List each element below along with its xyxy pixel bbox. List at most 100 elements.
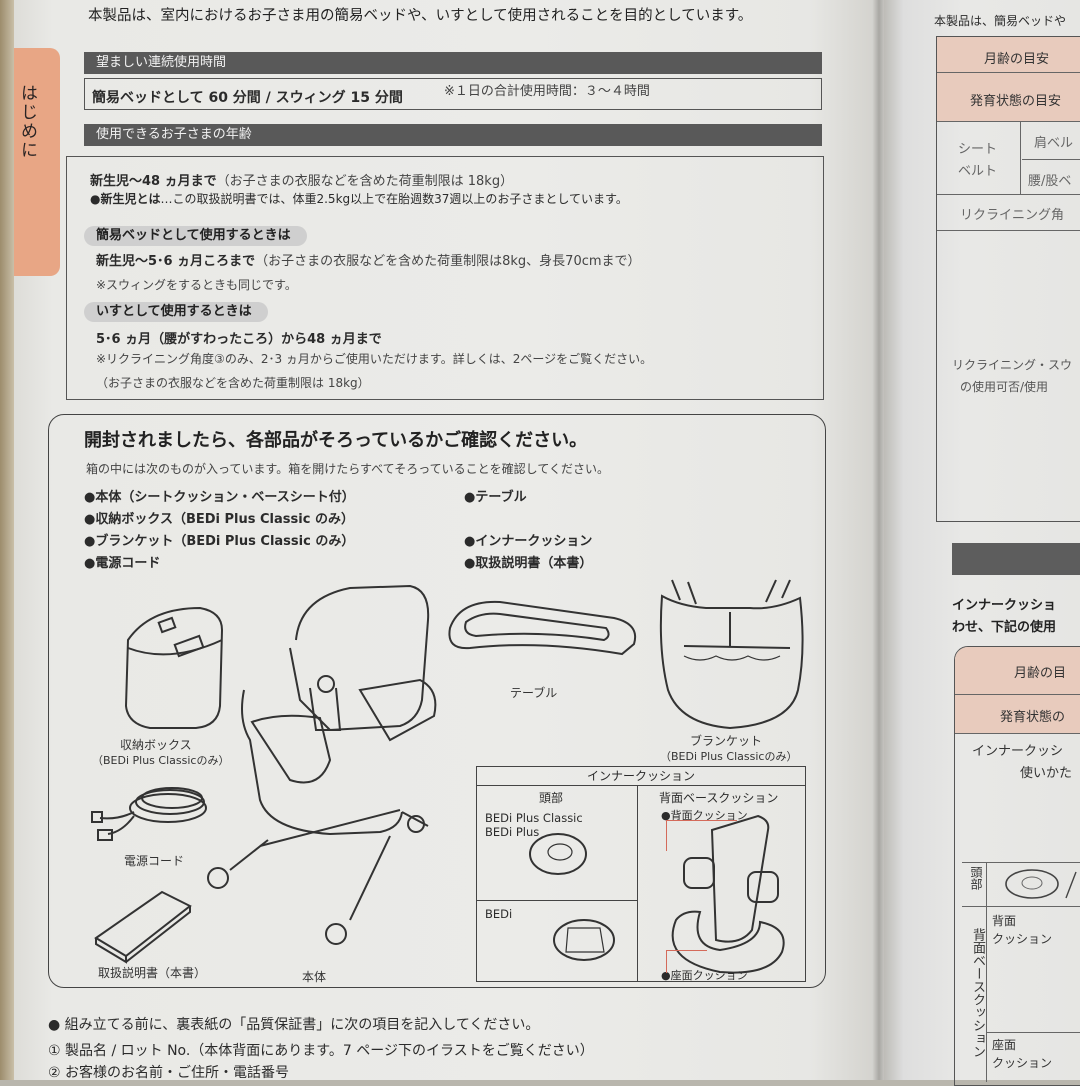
chair-use-pill: いすとして使用するときは	[84, 302, 268, 322]
inner-cushion-table: インナークッション 頭部 背面ベースクッション BEDi Plus Classi…	[476, 766, 806, 982]
head-model-3: BEDi	[485, 907, 513, 921]
inner-cushion-table-title: インナークッション	[477, 767, 805, 786]
right-page	[884, 0, 1080, 1080]
storage-box-icon	[124, 606, 224, 729]
right-table-1	[936, 36, 1080, 522]
parts-item-power-cord: ●電源コード	[84, 556, 161, 571]
right-intro: 本製品は、簡易ベッドや	[934, 14, 1067, 28]
seat-cushion-label: ●座面クッション	[661, 969, 748, 982]
parts-checklist-box	[48, 414, 826, 988]
divider	[937, 121, 1080, 122]
bed-range-note: （お子さまの衣服などを含めた荷重制限は8kg、身長70cmまで）	[255, 254, 641, 269]
right2-age-guide: 月齢の目	[1014, 666, 1067, 681]
storage-box-label: 収納ボックス	[120, 738, 192, 752]
right2-head-cushion-icon	[1005, 869, 1077, 899]
divider	[962, 906, 1080, 907]
footer-line-2: ① 製品名 / ロット No.（本体背面にあります。7 ページ下のイラストをご覧…	[48, 1043, 594, 1059]
head-model-2: BEDi Plus	[485, 825, 540, 839]
newborn-def-bold: ●新生児とは	[90, 192, 161, 206]
parts-item-storage-box: ●収納ボックス（BEDi Plus Classic のみ）	[84, 512, 354, 527]
right-shoulder-belt: 肩ベル	[1034, 136, 1074, 151]
head-model-1: BEDi Plus Classic	[485, 811, 583, 825]
right2-inner-cushion-usage-2: 使いかた	[1020, 766, 1073, 781]
right2-back-cushion-2: クッション	[992, 932, 1053, 946]
chair-range: 5･6 ヵ月（腰がすわったころ）から48 ヵ月まで	[96, 332, 382, 347]
power-cord-label: 電源コード	[124, 854, 185, 868]
section-header-usage-time: 望ましい連続使用時間	[84, 52, 822, 74]
parts-item-table: ●テーブル	[464, 490, 527, 505]
right-table-1-header	[937, 37, 1080, 121]
chapter-tab[interactable]	[14, 48, 60, 276]
row-divider	[477, 900, 637, 901]
back-cushion-leader	[666, 820, 737, 851]
right-usage-2: の使用可否/使用	[960, 380, 1049, 394]
chapter-tab-label: はじめに	[17, 84, 37, 160]
back-column-header: 背面ベースクッション	[659, 791, 779, 805]
parts-title: 開封されましたら、各部品がそろっているかご確認ください。	[84, 430, 588, 451]
chair-note-1: ※リクライニング角度③のみ、2･3 ヵ月からご使用いただけます。詳しくは、2ペー…	[96, 352, 653, 366]
age-box	[66, 156, 824, 400]
right2-inner-cushion-usage-1: インナークッシ	[972, 744, 1064, 759]
parts-subtitle: 箱の中には次のものが入っています。箱を開けたらすべてそろっていることを確認してく…	[86, 462, 609, 476]
bed-use-pill: 簡易ベッドとして使用するときは	[84, 226, 307, 246]
section-header-age: 使用できるお子さまの年齢	[84, 124, 822, 146]
blanket-note: （BEDi Plus Classicのみ）	[660, 750, 798, 763]
divider	[986, 1032, 1080, 1033]
divider	[1020, 121, 1021, 194]
parts-item-manual: ●取扱説明書（本書）	[464, 556, 593, 571]
bed-range: 新生児〜5･6 ヵ月ころまで（お子さまの衣服などを含めた荷重制限は8kg、身長7…	[96, 250, 641, 269]
divider	[955, 733, 1080, 734]
intro-text: 本製品は、室内におけるお子さま用の簡易ベッドや、いすとして使用されることを目的と…	[88, 8, 753, 24]
divider	[1022, 159, 1080, 160]
right2-seat-cushion-2: クッション	[992, 1056, 1053, 1070]
parts-item-blanket: ●ブランケット（BEDi Plus Classic のみ）	[84, 534, 355, 549]
power-cord-icon	[91, 787, 207, 841]
right-usage-1: リクライニング・スウ	[952, 358, 1073, 372]
right2-development-guide: 発育状態の	[1000, 710, 1066, 725]
divider	[937, 230, 1080, 231]
right-development-guide: 発育状態の目安	[970, 94, 1062, 109]
parts-item-inner-cushion: ●インナークッション	[464, 534, 593, 549]
bed-swing-note: ※スウィングをするときも同じです。	[96, 278, 297, 292]
right-seatbelt-1: シート	[958, 142, 998, 157]
blanket-label: ブランケット	[690, 734, 763, 748]
right2-back-cushion-1: 背面	[992, 914, 1017, 928]
seat-cushion-leader	[666, 950, 707, 973]
right-age-guide: 月齢の目安	[984, 52, 1050, 67]
back-cushion-label: ●背面クッション	[661, 809, 748, 822]
table-tray-icon	[448, 600, 636, 656]
age-range: 新生児〜48 ヵ月まで（お子さまの衣服などを含めた荷重制限は 18kg）	[90, 170, 513, 189]
usage-time-main: 簡易ベッドとして 60 分間 / スウィング 15 分間	[92, 90, 403, 106]
footer-line-3: ② お客様のお名前・ご住所・電話番号	[48, 1065, 289, 1081]
left-page	[0, 0, 880, 1080]
right2-head-label: 頭部	[969, 866, 983, 890]
chair-note-2: （お子さまの衣服などを含めた荷重制限は 18kg）	[96, 376, 370, 390]
back-base-cushion-icon	[671, 814, 785, 974]
right-recline: リクライニング角	[960, 208, 1065, 223]
divider	[937, 72, 1080, 73]
usage-time-note: ※１日の合計使用時間：３〜４時間	[444, 84, 650, 99]
right-waist-belt: 腰/股ベ	[1028, 174, 1072, 189]
age-range-note: （お子さまの衣服などを含めた荷重制限は 18kg）	[216, 174, 514, 189]
right-table-2-header	[955, 647, 1080, 733]
bed-range-bold: 新生児〜5･6 ヵ月ころまで	[96, 254, 256, 269]
right-section2-text-1: インナークッショ	[952, 598, 1057, 613]
table-label: テーブル	[510, 686, 558, 700]
main-unit-label: 本体	[302, 970, 327, 984]
divider	[937, 194, 1080, 195]
divider	[955, 694, 1080, 695]
right2-seat-cushion-1: 座面	[992, 1038, 1017, 1052]
right-section-header	[952, 543, 1080, 575]
storage-box-note: （BEDi Plus Classicのみ）	[92, 754, 230, 767]
divider	[962, 862, 1080, 863]
right-seatbelt-2: ベルト	[958, 164, 998, 179]
blanket-icon	[659, 579, 804, 730]
divider	[986, 862, 987, 1082]
right-section2-text-2: わせ、下記の使用	[952, 620, 1057, 635]
manual-label: 取扱説明書（本書）	[98, 966, 207, 980]
usage-time-box	[84, 78, 822, 110]
footer-line-1: ● 組み立てる前に、裏表紙の「品質保証書」に次の項目を記入してください。	[48, 1017, 540, 1033]
manual-icon	[94, 890, 192, 964]
column-divider	[637, 785, 638, 981]
parts-illustrations	[91, 579, 804, 974]
